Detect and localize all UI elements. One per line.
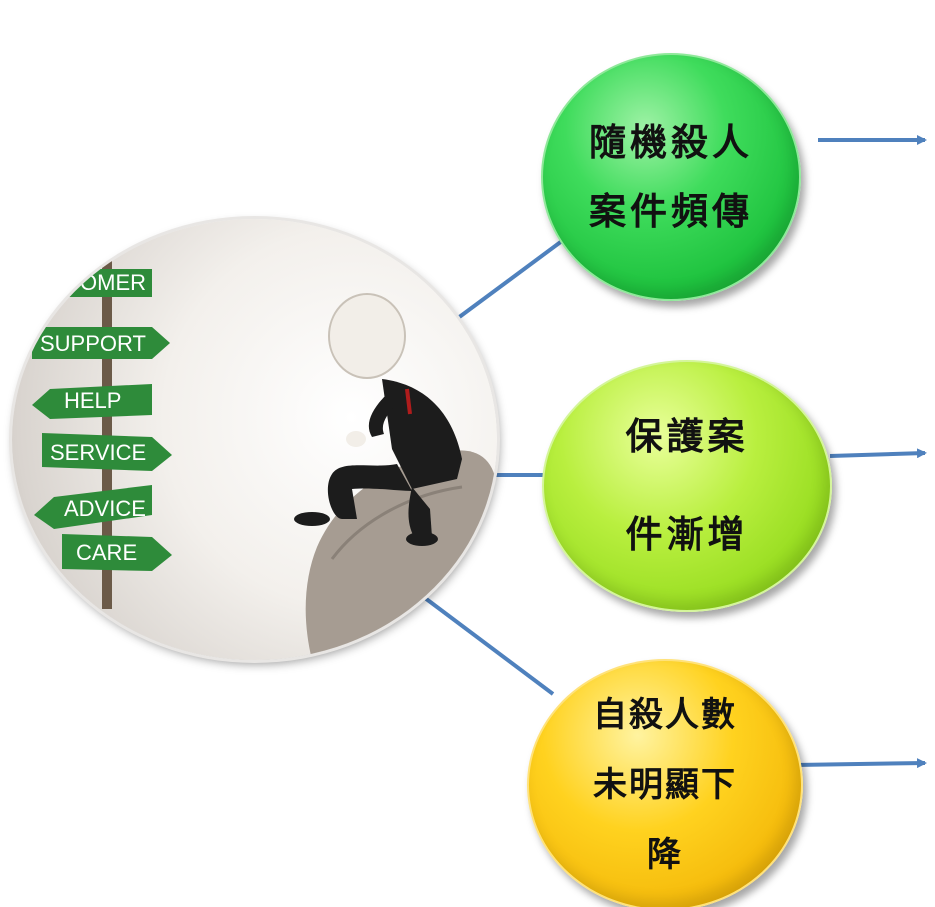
svg-text:ADVICE: ADVICE xyxy=(64,496,146,521)
sign-service: SERVICE xyxy=(42,433,172,471)
sign-help: HELP xyxy=(32,384,152,419)
svg-text:CARE: CARE xyxy=(76,540,137,565)
svg-text:TOMER: TOMER xyxy=(67,270,146,295)
figure-legs xyxy=(327,464,412,519)
thinking-figure-illustration: TOMER SUPPORT HELP SERVICE ADVICE CARE xyxy=(32,259,497,660)
sign-care: CARE xyxy=(62,534,172,571)
photo-circle: TOMER SUPPORT HELP SERVICE ADVICE CARE xyxy=(12,219,497,660)
connector-line-top xyxy=(456,236,568,320)
figure-head xyxy=(328,293,406,379)
bubble-random-killing: 隨機殺人 案件頻傳 xyxy=(541,53,801,301)
arrow-2 xyxy=(829,448,927,459)
sign-support: SUPPORT xyxy=(32,327,170,359)
bubble-protection-cases: 保護案 件漸增 xyxy=(542,360,832,612)
sign-advice: ADVICE xyxy=(34,485,152,529)
sign-tomer: TOMER xyxy=(52,269,152,297)
svg-text:HELP: HELP xyxy=(64,388,121,413)
bubble-label-2: 保護案 件漸增 xyxy=(625,415,749,556)
bubble-label-3: 自殺人數 未明顯下 降 xyxy=(593,695,737,875)
bubble-label-1: 隨機殺人 案件頻傳 xyxy=(589,121,753,233)
arrow-3 xyxy=(794,758,927,769)
svg-text:SERVICE: SERVICE xyxy=(50,440,146,465)
svg-text:SUPPORT: SUPPORT xyxy=(40,331,146,356)
figure-body xyxy=(382,379,462,489)
sign-post xyxy=(102,259,112,609)
bubble-suicide-count: 自殺人數 未明顯下 降 xyxy=(527,659,803,907)
